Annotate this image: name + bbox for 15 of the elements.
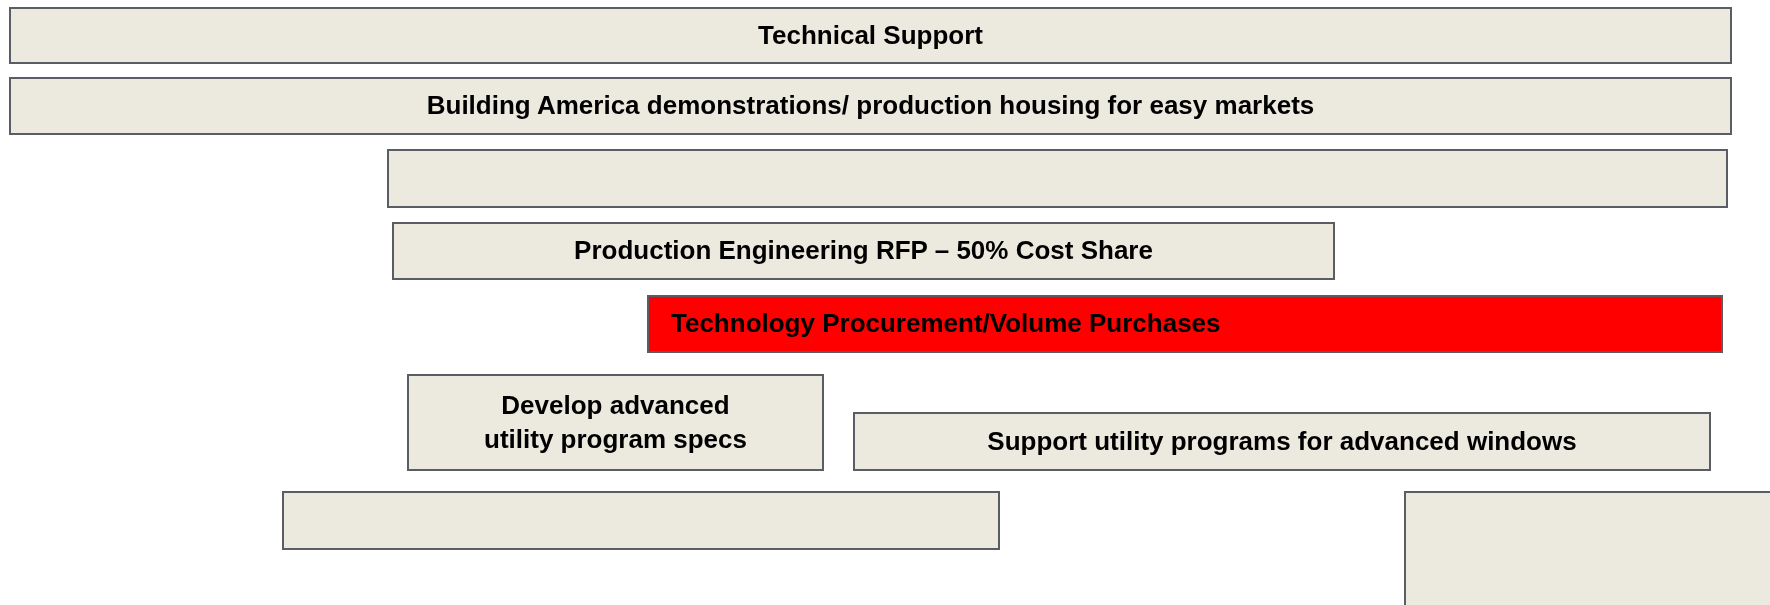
bar-label: Technology Procurement/Volume Purchases bbox=[671, 307, 1221, 341]
timeline-bar bbox=[9, 77, 1732, 135]
bar-label: Technical Support bbox=[758, 18, 983, 52]
timeline-bar bbox=[9, 7, 1732, 64]
empty-bar bbox=[282, 491, 1000, 550]
timeline-bar bbox=[407, 374, 824, 471]
timeline-bar bbox=[392, 222, 1335, 280]
empty-bar bbox=[387, 149, 1728, 208]
bar-label: Support utility programs for advanced windows bbox=[987, 424, 1577, 458]
empty-bar bbox=[1404, 491, 1770, 605]
bar-label: Production Engineering RFP – 50% Cost Share bbox=[574, 234, 1153, 268]
timeline-bar bbox=[647, 295, 1723, 353]
timeline-bar bbox=[853, 412, 1711, 471]
bar-label: Building America demonstrations/ production housing for easy markets bbox=[426, 89, 1315, 123]
bar-label: Develop advanced utility program specs bbox=[483, 388, 748, 456]
